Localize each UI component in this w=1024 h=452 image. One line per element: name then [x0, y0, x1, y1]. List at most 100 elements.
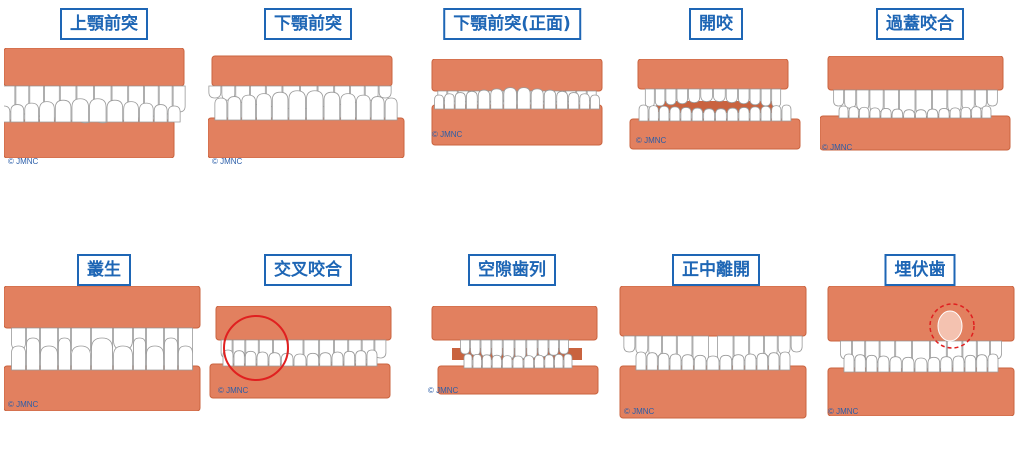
teeth-illustration [629, 59, 801, 150]
tooth [680, 107, 692, 122]
tooth [706, 355, 720, 371]
tooth [865, 354, 878, 373]
tooth [590, 94, 600, 110]
tooth [323, 91, 341, 121]
tooth [777, 335, 791, 355]
tooth [480, 339, 492, 358]
tooth [771, 88, 782, 108]
tooth [434, 94, 444, 110]
tooth [241, 94, 256, 121]
tooth [460, 339, 470, 355]
tooth [366, 349, 378, 367]
tooth [869, 107, 881, 119]
panel-open-bite: 開咬 © JMNC [616, 4, 816, 204]
tooth [700, 88, 713, 102]
panel-spacing: 空隙歯列 © JMNC [412, 250, 612, 450]
tooth [106, 99, 124, 123]
tooth [749, 106, 761, 122]
tooth [523, 355, 534, 369]
teeth-illustration [431, 59, 603, 146]
tooth [658, 105, 670, 122]
copyright-text: © JMNC [636, 136, 667, 145]
tooth [771, 105, 782, 122]
tooth [454, 92, 466, 110]
tooth [568, 92, 580, 110]
tooth [719, 354, 733, 371]
lower-gum [431, 104, 603, 146]
tooth [534, 354, 545, 369]
tooth [744, 353, 757, 371]
copyright-text: © JMNC [822, 143, 853, 152]
tooth [713, 88, 726, 102]
tooth [880, 108, 892, 119]
tooth [268, 352, 281, 367]
tooth [288, 90, 306, 121]
upper-gum [431, 59, 603, 92]
tooth [378, 85, 392, 99]
tooth [669, 106, 681, 122]
tooth [58, 337, 71, 371]
tooth [40, 345, 58, 371]
panel-label: 空隙歯列 [468, 254, 556, 286]
tooth [949, 107, 961, 119]
tooth [703, 108, 715, 122]
tooth [903, 109, 915, 119]
tooth [877, 355, 890, 373]
tooth [554, 353, 564, 369]
impacted-tooth [937, 310, 963, 342]
tooth [693, 354, 707, 371]
lower-gum [208, 117, 405, 158]
copyright-text: © JMNC [212, 157, 243, 166]
tooth [623, 335, 636, 353]
upper-gum [827, 56, 1004, 91]
panel-label: 過蓋咬合 [876, 8, 964, 40]
tooth [319, 352, 332, 367]
copyright-text: © JMNC [218, 386, 249, 395]
teeth-illustration [4, 48, 186, 158]
tooth [691, 107, 704, 122]
upper-gum [211, 55, 393, 87]
tooth [548, 339, 559, 356]
panel-lower-protrusion: 下顎前突 © JMNC [208, 4, 408, 204]
teeth-illustration [4, 286, 201, 411]
tooth [779, 351, 791, 371]
panel-label: 上顎前突 [60, 8, 148, 40]
tooth [214, 97, 228, 121]
panel-label: 埋伏歯 [884, 254, 956, 286]
upper-gum [431, 306, 598, 341]
lower-gum [629, 118, 801, 150]
teeth-illustration [431, 306, 599, 395]
tooth [657, 352, 670, 371]
tooth [646, 352, 658, 371]
tooth [688, 88, 701, 104]
tooth [133, 337, 146, 371]
tooth [477, 89, 491, 110]
panel-label: 正中離開 [672, 254, 760, 286]
tooth [901, 356, 915, 373]
teeth-illustration [208, 55, 405, 158]
panel-deep-bite: 過蓋咬合 © JMNC [820, 4, 1020, 204]
tooth [986, 89, 998, 107]
tooth [244, 350, 257, 367]
tooth [725, 88, 738, 104]
tooth [71, 345, 91, 371]
tooth [854, 354, 866, 373]
tooth [676, 88, 688, 105]
tooth [71, 98, 89, 123]
tooth [858, 106, 870, 119]
tooth [848, 106, 859, 119]
tooth [563, 353, 573, 369]
panel-impacted-tooth: 埋伏歯 © JMNC [820, 250, 1020, 450]
tooth [482, 354, 492, 369]
tooth [952, 355, 965, 373]
copyright-text: © JMNC [432, 130, 463, 139]
upper-gum [215, 306, 392, 341]
tooth [726, 107, 739, 122]
tooth [681, 354, 694, 371]
tooth [665, 88, 677, 106]
tooth [915, 109, 927, 119]
tooth [293, 353, 307, 367]
teeth-illustration [820, 56, 1011, 151]
tooth [843, 353, 855, 373]
tooth [987, 353, 999, 373]
